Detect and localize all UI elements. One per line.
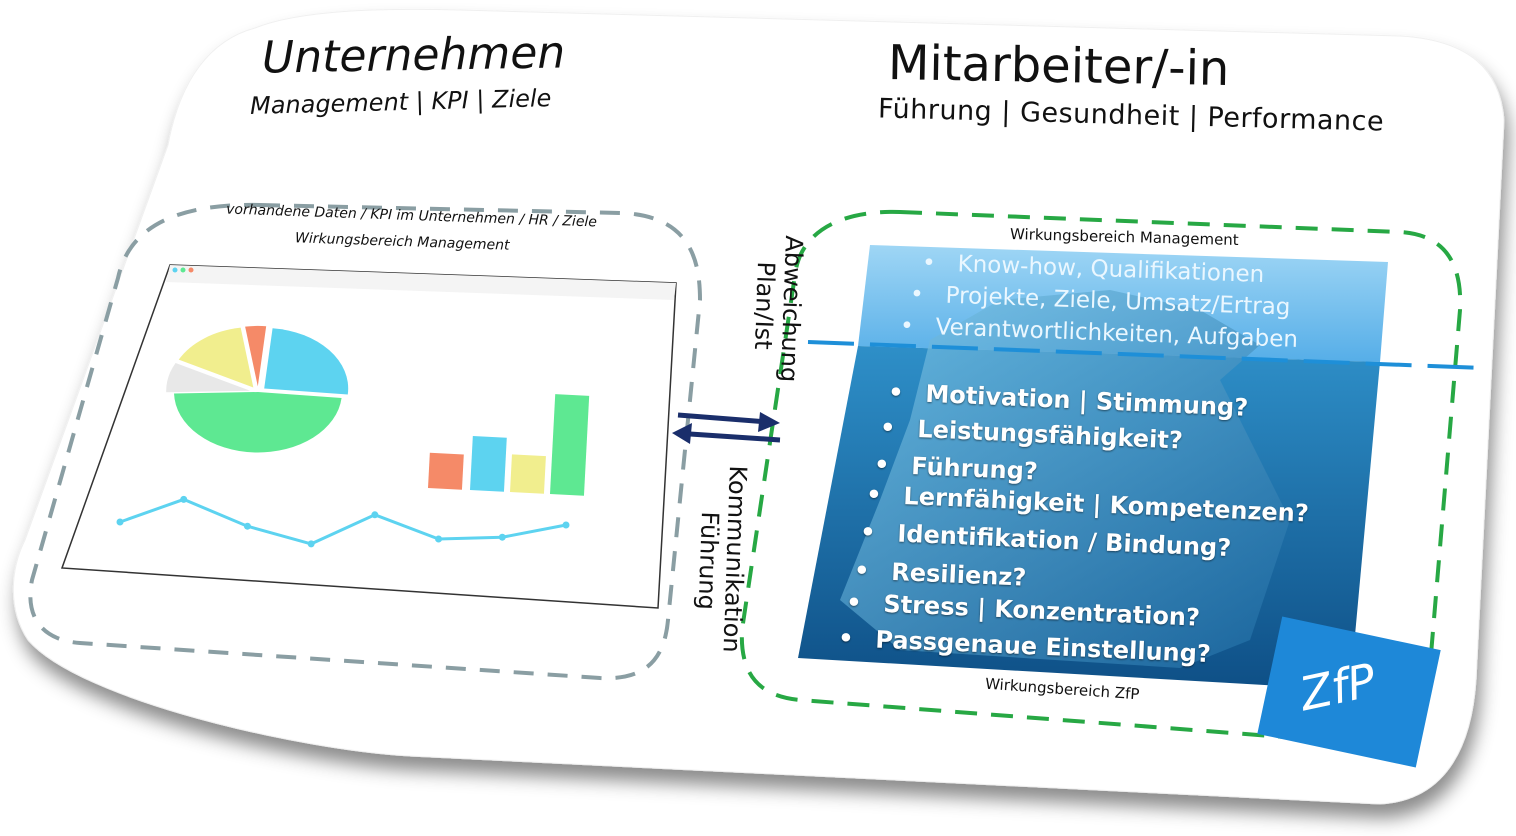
label-fuehrung: Führung: [692, 511, 724, 611]
left-region-border: [28, 202, 703, 681]
line-series: [119, 497, 567, 546]
arrow-right-head: [758, 412, 780, 432]
window-dot-blue: [172, 267, 178, 273]
pie-slice: [245, 325, 267, 387]
iceberg-image: [798, 245, 1485, 690]
line-point: [562, 521, 570, 529]
line-point: [435, 535, 443, 543]
pie-slice: [174, 392, 342, 453]
pie-chart: [166, 325, 349, 453]
left-title: Unternehmen: [261, 27, 566, 84]
bar: [470, 435, 507, 492]
line-point: [371, 511, 379, 519]
water-line: [807, 340, 1485, 370]
bar-chart: [428, 394, 590, 496]
line-chart: [116, 495, 570, 548]
line-point: [243, 522, 251, 530]
right-title: Mitarbeiter/-in: [887, 35, 1230, 97]
bar: [428, 452, 464, 490]
pie-slice: [178, 327, 254, 388]
window-dot-orange: [188, 267, 194, 273]
arrow-left: [689, 431, 781, 443]
arrow-left-head: [672, 423, 692, 444]
line-point: [180, 495, 188, 503]
pie-slice: [166, 362, 251, 393]
line-point: [498, 533, 506, 541]
arrow-right: [677, 412, 769, 425]
line-point: [116, 518, 124, 526]
window-dot-green: [180, 267, 186, 273]
label-abweichung: Abweichung: [774, 235, 808, 383]
line-point: [307, 540, 315, 548]
bar: [510, 454, 546, 494]
bar: [550, 394, 590, 496]
pie-slice: [264, 328, 349, 395]
label-plan-ist: Plan/Ist: [748, 261, 780, 351]
iceberg-shape: [840, 290, 1290, 668]
exchange-arrows: [672, 412, 781, 444]
right-region-border: [739, 209, 1463, 745]
